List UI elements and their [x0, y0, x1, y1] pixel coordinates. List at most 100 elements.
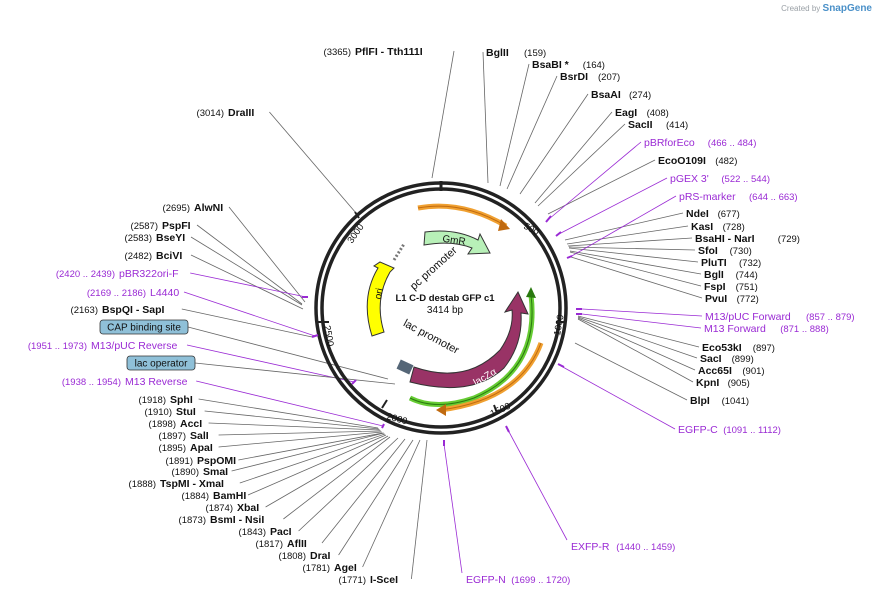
- enzyme-leader-line: [196, 224, 303, 305]
- enzyme-site-38[interactable]: PacI(1843): [239, 526, 292, 538]
- enzyme-leader-line: [411, 439, 428, 580]
- enzyme-site-2[interactable]: BsrDI(207): [560, 71, 620, 83]
- enzyme-site-35[interactable]: BamHI(1884): [182, 490, 247, 502]
- enzyme-site-27[interactable]: SphI(1918): [139, 394, 193, 406]
- primer-name: M13/pUC Reverse: [91, 340, 178, 352]
- enzyme-site-28[interactable]: StuI(1910): [145, 406, 196, 418]
- enzyme-site-42[interactable]: I-SceI(1771): [339, 574, 399, 586]
- enzyme-site-37[interactable]: BsmI - NsiI(1873): [179, 514, 265, 526]
- lacz-annotation-arrowhead-green: [526, 287, 536, 298]
- enzyme-site-36[interactable]: XbaI(1874): [206, 502, 260, 514]
- enzyme-leader-line: [566, 225, 689, 245]
- primer-leader-line: [507, 429, 568, 541]
- primer-site-4[interactable]: M13 Forward(871 .. 888): [704, 323, 829, 335]
- enzyme-site-33[interactable]: SmaI(1890): [172, 466, 229, 478]
- enzyme-position: (1910): [145, 407, 172, 418]
- enzyme-site-0[interactable]: BglII(159): [486, 47, 546, 59]
- enzyme-site-14[interactable]: PvuI(772): [705, 293, 759, 305]
- enzyme-name: BglII: [486, 47, 509, 59]
- boxed-feature-1[interactable]: lac operator: [126, 355, 196, 371]
- enzyme-site-16[interactable]: SacI(899): [700, 353, 754, 365]
- primer-site-6[interactable]: EXFP-R(1440 .. 1459): [571, 541, 675, 553]
- enzyme-site-29[interactable]: AccI(1898): [149, 418, 203, 430]
- enzyme-position: (2163): [71, 305, 98, 316]
- enzyme-leader-line: [577, 315, 700, 348]
- enzyme-site-25[interactable]: BciVI(2482): [125, 250, 183, 262]
- primer-site-2[interactable]: pRS-marker(644 .. 663): [679, 191, 798, 203]
- enzyme-position: (751): [736, 282, 758, 293]
- enzyme-site-13[interactable]: FspI(751): [704, 281, 758, 293]
- enzyme-site-11[interactable]: PluTI(732): [701, 257, 761, 269]
- enzyme-site-3[interactable]: BsaAI(274): [591, 89, 651, 101]
- enzyme-site-40[interactable]: DraI(1808): [279, 550, 331, 562]
- enzyme-site-9[interactable]: BsaHI - NarI(729): [695, 233, 800, 245]
- enzyme-site-39[interactable]: AflII(1817): [256, 538, 307, 550]
- primer-site-11[interactable]: M13 Reverse(1938 .. 1954): [62, 376, 188, 388]
- primer-leader-line: [569, 195, 677, 258]
- enzyme-name: I-SceI: [370, 574, 398, 586]
- enzyme-site-4[interactable]: EagI(408): [615, 107, 669, 119]
- enzyme-site-12[interactable]: BglI(744): [704, 269, 758, 281]
- enzyme-leader-line: [431, 50, 455, 179]
- primer-site-9[interactable]: L4440(2169 .. 2186): [87, 287, 180, 299]
- enzyme-site-5[interactable]: SacII(414): [628, 119, 688, 131]
- feature-ori-arrow: [366, 261, 395, 337]
- enzyme-name: EagI: [615, 107, 637, 119]
- enzyme-site-21[interactable]: DraIII(3014): [197, 107, 255, 119]
- primer-site-1[interactable]: pGEX 3'(522 .. 544): [670, 173, 770, 185]
- gmr-annotation-arc-inner: [417, 205, 507, 227]
- enzyme-site-8[interactable]: KasI(728): [691, 221, 745, 233]
- enzyme-leader-line: [190, 236, 303, 306]
- primer-range: (857 .. 879): [806, 312, 855, 323]
- enzyme-site-15[interactable]: Eco53kI(897): [702, 342, 775, 354]
- enzyme-site-19[interactable]: BlpI(1041): [690, 395, 749, 407]
- primer-site-10[interactable]: M13/pUC Reverse(1951 .. 1973): [28, 340, 178, 352]
- primer-site-7[interactable]: EGFP-N(1699 .. 1720): [466, 574, 570, 586]
- enzyme-position: (905): [728, 378, 750, 389]
- primer-leader-line: [443, 443, 463, 574]
- gmr-annotation-arc: [417, 203, 508, 229]
- feature-leader-line: [187, 326, 389, 380]
- enzyme-site-24[interactable]: BseYI(2583): [125, 232, 186, 244]
- enzyme-position: (729): [778, 234, 800, 245]
- primer-site-8[interactable]: pBR322ori-F(2420 .. 2439): [56, 268, 179, 280]
- enzyme-leader-line: [218, 430, 382, 436]
- enzyme-site-7[interactable]: NdeI(677): [686, 208, 740, 220]
- enzyme-position: (2695): [163, 203, 190, 214]
- enzyme-site-17[interactable]: Acc65I(901): [698, 365, 765, 377]
- primer-range: (1091 .. 1112): [723, 425, 781, 436]
- enzyme-position: (1888): [129, 479, 156, 490]
- enzyme-name: Acc65I: [698, 365, 732, 377]
- lacz-annotation-arc-orange-inner: [439, 342, 542, 411]
- enzyme-site-18[interactable]: KpnI(905): [696, 377, 750, 389]
- lacz-annotation-arc-green-inner: [409, 294, 533, 405]
- enzyme-name: SacI: [700, 353, 722, 365]
- enzyme-leader-line: [269, 111, 357, 214]
- enzyme-site-31[interactable]: ApaI(1895): [159, 442, 213, 454]
- enzyme-position: (1918): [139, 395, 166, 406]
- watermark-prefix: Created by: [781, 4, 821, 13]
- boxed-feature-0[interactable]: CAP binding site: [99, 319, 189, 335]
- enzyme-site-1[interactable]: BsaBI *(164): [532, 59, 605, 71]
- primer-name: pGEX 3': [670, 173, 709, 185]
- primer-site-5[interactable]: EGFP-C(1091 .. 1112): [678, 424, 781, 436]
- enzyme-site-32[interactable]: PspOMI(1891): [166, 455, 237, 467]
- enzyme-site-41[interactable]: AgeI(1781): [303, 562, 357, 574]
- enzyme-site-6[interactable]: EcoO109I(482): [658, 155, 737, 167]
- primer-name: M13 Reverse: [125, 376, 188, 388]
- enzyme-leader-line: [577, 316, 698, 359]
- enzyme-site-30[interactable]: SalI(1897): [159, 430, 209, 442]
- primer-site-0[interactable]: pBRforEco(466 .. 484): [644, 137, 756, 149]
- enzyme-site-20[interactable]: PflFI - Tth111I(3365): [324, 46, 423, 58]
- leader-lines: [181, 50, 703, 580]
- enzyme-site-10[interactable]: SfoI(730): [698, 245, 752, 257]
- enzyme-site-34[interactable]: TspMI - XmaI(1888): [129, 478, 225, 490]
- enzyme-site-26[interactable]: BspQI - SapI(2163): [71, 304, 165, 316]
- primer-name: M13 Forward: [704, 323, 766, 335]
- enzyme-leader-line: [577, 318, 694, 383]
- enzyme-site-22[interactable]: AlwNI(2695): [163, 202, 224, 214]
- enzyme-site-23[interactable]: PspFI(2587): [131, 220, 191, 232]
- primer-site-3[interactable]: M13/pUC Forward(857 .. 879): [705, 311, 855, 323]
- enzyme-leader-line: [569, 250, 702, 275]
